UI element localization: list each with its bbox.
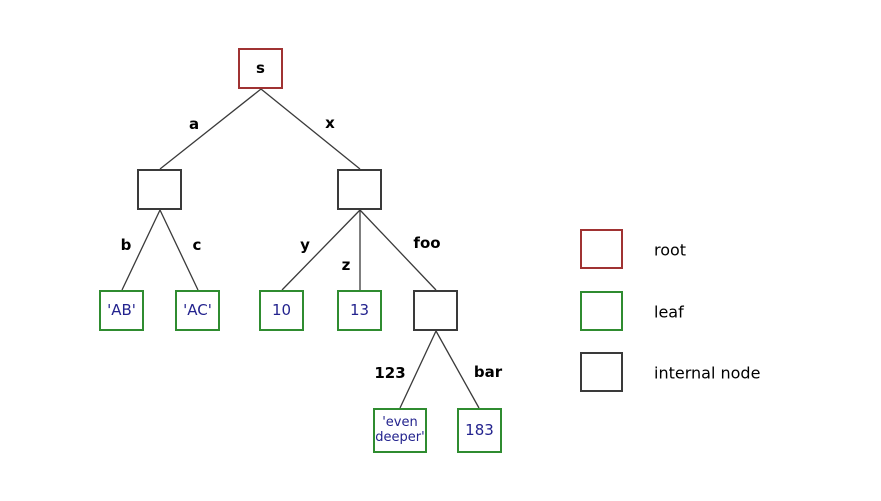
tree-node-label: 10 — [271, 300, 292, 319]
legend-label-leaf: leaf — [654, 302, 684, 322]
edge-label-foo: foo — [413, 234, 441, 252]
edge-label-x: x — [325, 114, 335, 132]
tree-node-l_ab[interactable]: 'AB' — [99, 290, 144, 331]
tree-edge-n_foo-to-l_183 — [435, 330, 480, 409]
tree-node-l_183[interactable]: 183 — [457, 408, 502, 453]
legend-swatch-leaf — [580, 291, 623, 331]
tree-edge-n_x-to-l_10 — [281, 209, 361, 291]
tree-edge-n_a-to-l_ac — [159, 209, 199, 291]
tree-node-label: 'AB' — [107, 300, 136, 319]
tree-node-l_13[interactable]: 13 — [337, 290, 382, 331]
tree-edge-root-to-n_x — [260, 88, 361, 170]
tree-node-l_10[interactable]: 10 — [259, 290, 304, 331]
tree-node-root[interactable]: s — [238, 48, 283, 89]
legend-label-internal: internal node — [654, 363, 761, 383]
legend-swatch-root — [580, 229, 623, 269]
edge-label-a: a — [188, 115, 200, 133]
tree-node-n_a[interactable] — [137, 169, 182, 210]
tree-node-l_even[interactable]: 'even deeper' — [373, 408, 427, 453]
edge-label-b: b — [120, 236, 132, 254]
tree-node-n_foo[interactable] — [413, 290, 458, 331]
tree-node-label: 13 — [349, 300, 370, 319]
tree-node-label: 'even deeper' — [375, 414, 425, 445]
edge-label-z: z — [341, 256, 351, 274]
edge-label-y: y — [300, 236, 310, 254]
edge-label-123: 123 — [374, 364, 406, 382]
tree-edge-n_foo-to-l_even — [399, 330, 437, 409]
tree-node-label: s — [256, 58, 265, 77]
legend-label-root: root — [654, 240, 687, 260]
tree-edge-n_a-to-l_ab — [121, 209, 161, 291]
tree-node-label: 'AC' — [183, 300, 212, 319]
tree-node-n_x[interactable] — [337, 169, 382, 210]
edge-label-bar: bar — [473, 363, 503, 381]
tree-node-label: 183 — [465, 420, 494, 439]
tree-edge-root-to-n_a — [159, 88, 262, 170]
edge-label-c: c — [192, 236, 202, 254]
legend-swatch-internal — [580, 352, 623, 392]
tree-edge-n_x-to-n_foo — [359, 209, 437, 291]
tree-node-l_ac[interactable]: 'AC' — [175, 290, 220, 331]
